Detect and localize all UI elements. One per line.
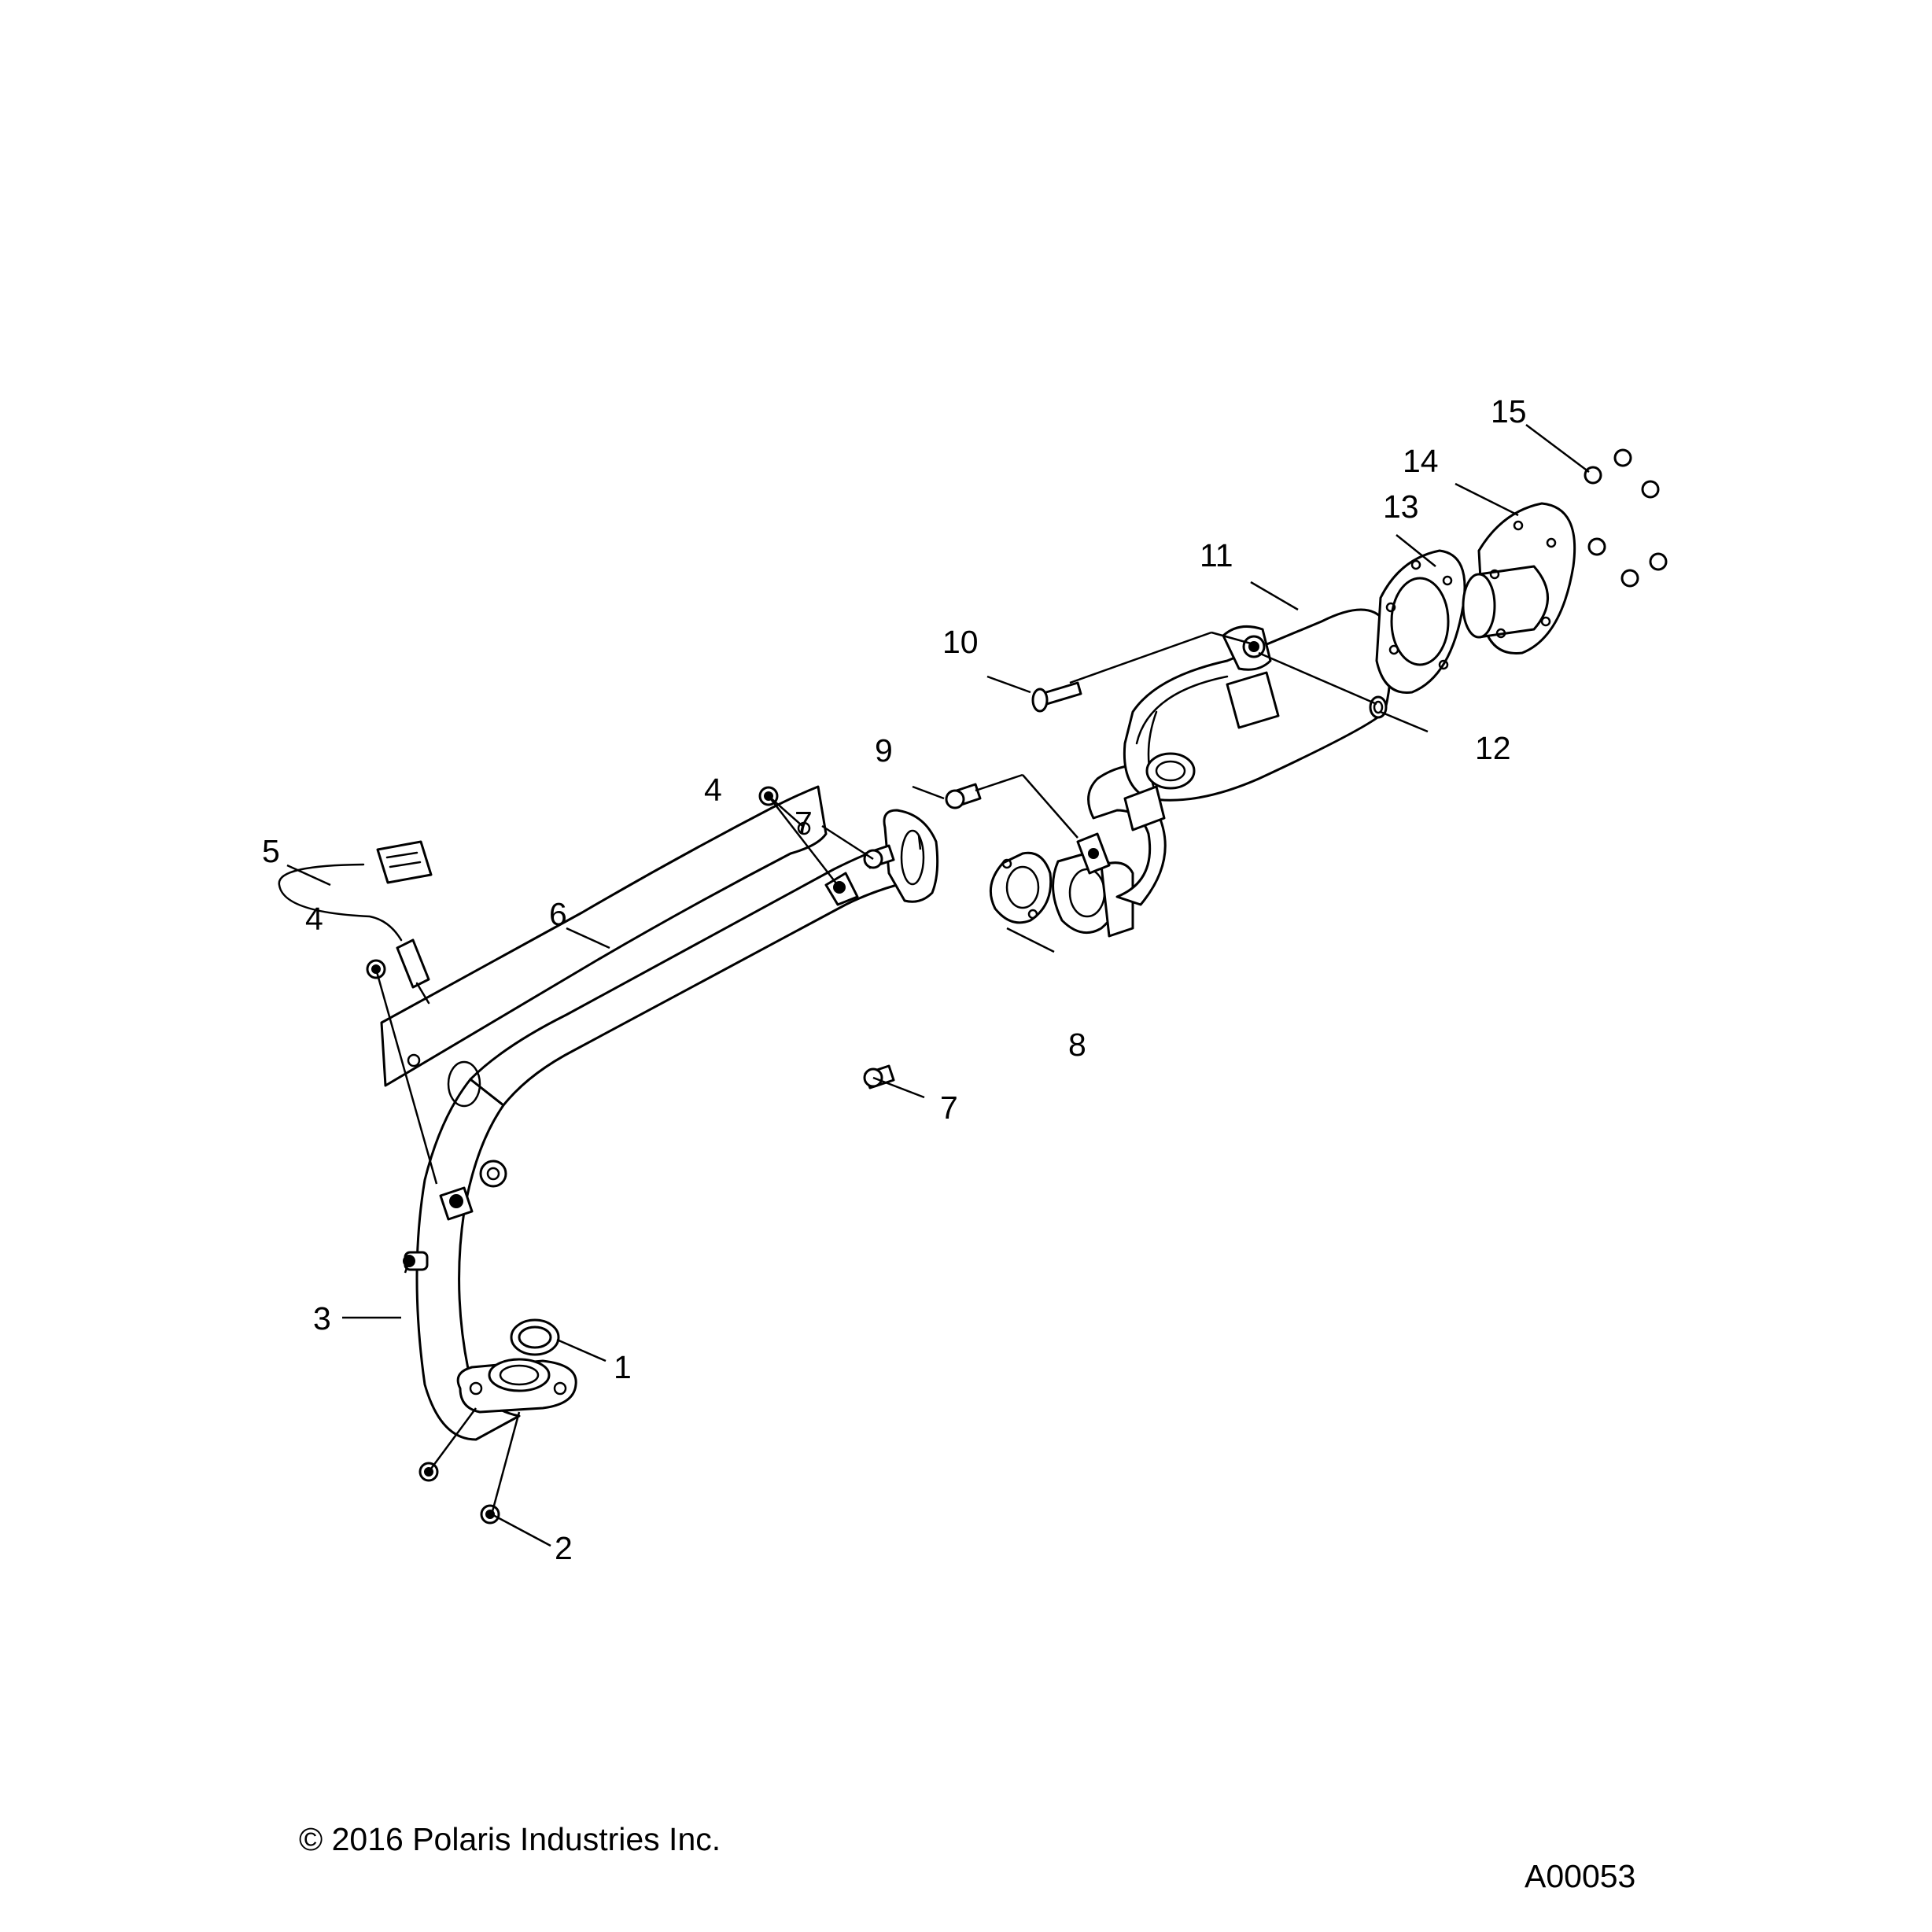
callout-15: 15 [1491, 393, 1527, 430]
flange-bolts [863, 844, 895, 1090]
callout-10: 10 [942, 624, 979, 660]
washer [1369, 695, 1388, 719]
end-cap-screws [1584, 448, 1668, 588]
callout-8: 8 [1068, 1027, 1086, 1063]
callout-12: 12 [1475, 730, 1511, 766]
muffler-mount-bolt [1031, 681, 1082, 713]
callout-14: 14 [1403, 443, 1439, 479]
callout-7b: 7 [940, 1090, 958, 1126]
callout-3: 3 [313, 1300, 331, 1337]
end-cap-gasket [1375, 549, 1466, 694]
callout-2: 2 [555, 1530, 573, 1566]
mid-gasket [989, 851, 1053, 924]
callout-11: 11 [1200, 537, 1233, 573]
callout-4b: 4 [704, 772, 722, 808]
leader-lines [286, 424, 1590, 1547]
callout-7a: 7 [795, 805, 813, 841]
callout-13: 13 [1383, 489, 1419, 525]
exhaust-gasket [510, 1318, 560, 1356]
copyright-notice: © 2016 Polaris Industries Inc. [299, 1821, 721, 1857]
figure-id: A00053 [1525, 1858, 1636, 1894]
callout-1: 1 [614, 1349, 632, 1385]
oxygen-sensor [278, 840, 433, 1005]
spark-arrestor-end-cap [1462, 502, 1576, 654]
head-pipe [403, 1078, 577, 1441]
inlet-bolt [945, 783, 982, 809]
muffler [1123, 608, 1392, 831]
callout-5: 5 [262, 833, 280, 869]
callout-6: 6 [549, 896, 567, 932]
heat-shield [380, 785, 828, 1108]
callout-4a: 4 [305, 901, 323, 937]
mid-pipe [439, 809, 939, 1221]
callout-numbers: 1 2 3 4 4 5 6 7 7 8 9 10 11 12 13 14 15 [262, 393, 1527, 1566]
callout-9: 9 [875, 732, 893, 769]
flange-nuts [418, 1462, 500, 1525]
